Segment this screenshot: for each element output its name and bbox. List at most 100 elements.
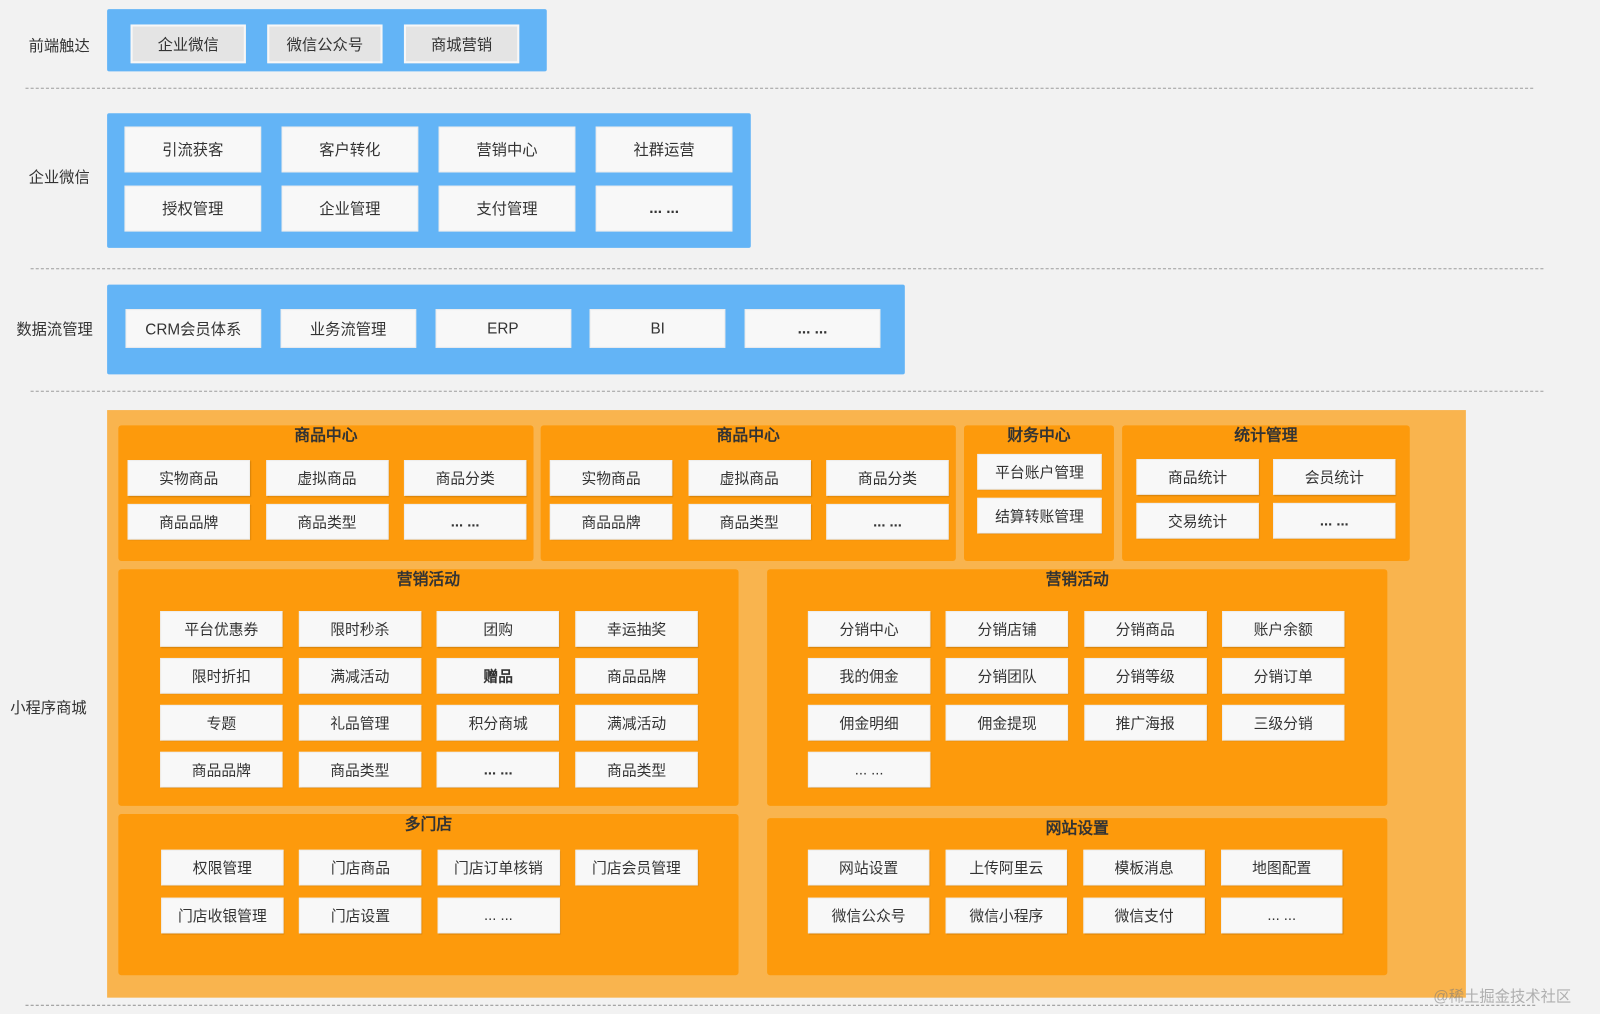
node-goods-type: 商品类型	[265, 503, 389, 540]
panel-goods-center: 商品中心 实物商品 虚拟商品 商品分类 商品品牌 商品类型 ... ...	[540, 425, 956, 562]
panel-goods-center: 商品中心 实物商品 虚拟商品 商品分类 商品品牌 商品类型 ... ...	[118, 425, 534, 562]
node-distribution-store: 分销店铺	[945, 611, 1069, 647]
node-goods-type: 商品类型	[575, 751, 698, 788]
marketing-node-grid: 平台优惠券 限时秒杀 团购 幸运抽奖 限时折扣 满减活动 赠品 商品品牌 专题 …	[160, 611, 698, 788]
miniapp-row-label: 小程序商城	[10, 699, 87, 718]
panel-finance-center: 财务中心 平台账户管理 结算转账管理	[963, 425, 1114, 562]
node-template-message: 模板消息	[1083, 849, 1205, 886]
panel-title: 财务中心	[1007, 427, 1071, 445]
node-physical-goods: 实物商品	[127, 460, 250, 496]
node-more: ... ...	[1221, 897, 1343, 934]
node-commission-details: 佣金明细	[807, 704, 931, 741]
node-goods-brand: 商品品牌	[575, 657, 698, 694]
node-more: ... ...	[595, 185, 733, 232]
frontend-band: 企业微信 微信公众号 商城营销	[107, 9, 547, 72]
wecom-node-grid: 引流获客 客户转化 营销中心 社群运营 授权管理 企业管理 支付管理 ... .…	[124, 126, 733, 232]
node-gift: 赠品	[436, 657, 560, 694]
node-customer-conversion: 客户转化	[281, 126, 419, 173]
node-wechat-official-account: 微信公众号	[807, 897, 930, 934]
node-goods-brand: 商品品牌	[160, 751, 283, 788]
node-distribution-level: 分销等级	[1083, 657, 1207, 694]
node-time-discount: 限时折扣	[160, 657, 283, 694]
site-settings-node-grid: 网站设置 上传阿里云 模板消息 地图配置 微信公众号 微信小程序 微信支付 ..…	[807, 849, 1343, 934]
node-member-stats: 会员统计	[1273, 459, 1396, 495]
node-settlement-transfer: 结算转账管理	[977, 497, 1102, 534]
panel-title: 统计管理	[1234, 427, 1298, 445]
node-erp: ERP	[435, 309, 571, 348]
node-mall-marketing: 商城营销	[403, 24, 520, 64]
section-divider	[25, 87, 1534, 89]
node-more: ... ...	[436, 751, 560, 788]
frontend-row-label: 前端触达	[28, 37, 90, 56]
node-virtual-goods: 虚拟商品	[265, 460, 389, 496]
node-goods-brand: 商品品牌	[549, 503, 673, 540]
section-divider	[30, 390, 1544, 392]
node-authorization-management: 授权管理	[124, 185, 262, 232]
node-distribution-center: 分销中心	[807, 611, 931, 647]
panel-marketing: 营销活动 分销中心 分销店铺 分销商品 账户余额 我的佣金 分销团队 分销等级 …	[767, 569, 1388, 806]
panel-marketing: 营销活动 平台优惠券 限时秒杀 团购 幸运抽奖 限时折扣 满减活动 赠品 商品品…	[118, 569, 739, 806]
node-full-reduction: 满减活动	[298, 657, 421, 694]
panel-statistics: 统计管理 商品统计 会员统计 交易统计 ... ...	[1122, 425, 1410, 562]
node-community-operations: 社群运营	[595, 126, 733, 173]
node-marketing-center: 营销中心	[438, 126, 576, 173]
node-store-cashier: 门店收银管理	[161, 897, 284, 934]
node-distribution-orders: 分销订单	[1221, 657, 1345, 694]
statistics-node-grid: 商品统计 会员统计 交易统计 ... ...	[1136, 459, 1396, 539]
dataflow-node-grid: CRM会员体系 业务流管理 ERP BI ... ...	[125, 309, 881, 348]
dataflow-row-label: 数据流管理	[16, 321, 93, 339]
node-site-settings: 网站设置	[807, 849, 930, 886]
node-more: ... ...	[403, 503, 527, 540]
node-enterprise-management: 企业管理	[281, 185, 419, 232]
goods-center-node-grid: 实物商品 虚拟商品 商品分类 商品品牌 商品类型 ... ...	[127, 460, 527, 540]
node-distribution-goods: 分销商品	[1083, 611, 1207, 647]
node-wechat-pay: 微信支付	[1083, 897, 1205, 934]
node-distribution-team: 分销团队	[945, 657, 1069, 694]
wecom-band: 引流获客 客户转化 营销中心 社群运营 授权管理 企业管理 支付管理 ... .…	[107, 113, 751, 248]
node-wechat-official-account: 微信公众号	[267, 24, 383, 64]
node-more: ... ...	[437, 897, 560, 934]
node-platform-coupon: 平台优惠券	[160, 611, 283, 647]
panel-title: 商品中心	[716, 427, 780, 445]
frontend-node-grid: 企业微信 微信公众号 商城营销	[130, 24, 520, 64]
node-topic: 专题	[160, 704, 283, 741]
panel-title: 网站设置	[1045, 820, 1109, 838]
node-store-goods: 门店商品	[299, 849, 422, 886]
node-full-reduction: 满减活动	[575, 704, 698, 741]
panel-title: 营销活动	[396, 571, 461, 589]
node-commission-withdrawal: 佣金提现	[945, 704, 1069, 741]
node-payment-management: 支付管理	[438, 185, 576, 232]
node-goods-type: 商品类型	[688, 503, 811, 540]
node-goods-stats: 商品统计	[1136, 459, 1259, 495]
panel-title: 商品中心	[294, 427, 358, 445]
goods-center-node-grid: 实物商品 虚拟商品 商品分类 商品品牌 商品类型 ... ...	[549, 460, 949, 540]
node-account-balance: 账户余额	[1221, 611, 1345, 647]
dataflow-band: CRM会员体系 业务流管理 ERP BI ... ...	[107, 284, 905, 375]
node-permission-management: 权限管理	[161, 849, 284, 886]
node-crm-membership: CRM会员体系	[125, 309, 262, 348]
node-more: ... ...	[826, 503, 949, 540]
wecom-row-label: 企业微信	[28, 169, 90, 187]
miniapp-container: 商品中心 实物商品 虚拟商品 商品分类 商品品牌 商品类型 ... ... 商品…	[107, 410, 1466, 998]
node-more: ... ...	[744, 309, 881, 348]
node-store-member-management: 门店会员管理	[575, 849, 698, 886]
section-divider	[25, 1004, 1536, 1006]
node-map-config: 地图配置	[1221, 849, 1343, 886]
panel-multi-store: 多门店 权限管理 门店商品 门店订单核销 门店会员管理 门店收银管理 门店设置 …	[118, 814, 739, 976]
watermark: @稀土掘金技术社区	[1433, 988, 1572, 1006]
marketing-node-grid: 分销中心 分销店铺 分销商品 账户余额 我的佣金 分销团队 分销等级 分销订单 …	[807, 611, 1345, 788]
node-three-level-distribution: 三级分销	[1221, 704, 1345, 741]
node-goods-category: 商品分类	[826, 460, 949, 496]
multi-store-node-grid: 权限管理 门店商品 门店订单核销 门店会员管理 门店收银管理 门店设置 ... …	[161, 849, 698, 934]
node-goods-brand: 商品品牌	[127, 503, 250, 540]
node-virtual-goods: 虚拟商品	[688, 460, 811, 496]
node-transaction-stats: 交易统计	[1136, 502, 1259, 539]
node-business-flow: 业务流管理	[280, 309, 416, 348]
node-store-settings: 门店设置	[299, 897, 422, 934]
node-enterprise-wechat: 企业微信	[130, 24, 246, 64]
node-aliyun-upload: 上传阿里云	[945, 849, 1068, 886]
panel-site-settings: 网站设置 网站设置 上传阿里云 模板消息 地图配置 微信公众号 微信小程序 微信…	[767, 818, 1388, 976]
node-platform-account: 平台账户管理	[977, 453, 1102, 490]
section-divider	[30, 268, 1544, 270]
